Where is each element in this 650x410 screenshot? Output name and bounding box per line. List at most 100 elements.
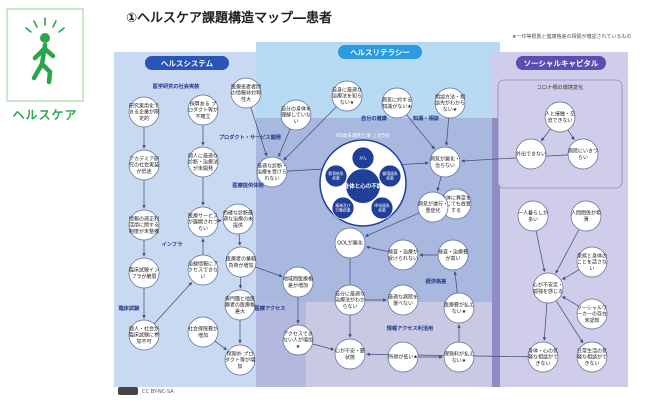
issue-node: 社会保障費が増加 <box>187 316 219 348</box>
center-core <box>346 169 380 203</box>
issue-node-line: 加 <box>237 363 242 370</box>
arrow-n12-n13 <box>541 128 552 142</box>
issue-node-line: 社会保障費が <box>188 326 218 333</box>
issue-node-line: が未開発 <box>193 165 213 172</box>
issue-node-circle <box>280 99 312 131</box>
issue-node: 病気が悪化・治らない <box>429 146 461 178</box>
issue-node-text: アカデミア研究の社会実装が低迷 <box>129 156 159 175</box>
disease-petal-line: 循環器系 <box>382 171 397 176</box>
header-label-literacy: ヘルスリテラシー <box>350 48 410 57</box>
issue-node-circle <box>434 87 466 119</box>
issue-node-text: QOLが悪化 <box>337 240 363 247</box>
disease-petal-line: 筋骨格系 <box>328 171 343 176</box>
issue-node-text: 研究実用化できる企業が限定的 <box>129 103 159 122</box>
logo-text: ヘルスケア <box>12 108 78 122</box>
issue-node-line: 家族と身体の <box>577 253 607 260</box>
issue-node-line: アカデミア研 <box>129 156 159 163</box>
issue-node-circle <box>128 96 160 128</box>
issue-node: 家族と身体のことを話さない <box>576 246 608 278</box>
arrow-n19-n26 <box>364 212 420 237</box>
issue-node-line: 薄 <box>583 216 588 223</box>
arrow-n27-n26 <box>365 245 389 253</box>
issue-node: 臨床試験インフラが脆弱 <box>128 257 160 289</box>
issue-node-text: 相談方法・相談先がわからない★ <box>435 94 465 113</box>
issue-node-text: 最適な診断・治療を受けられない <box>257 163 287 182</box>
issue-node-text: 日常生活の気軽な相談ができない <box>577 348 607 367</box>
center-title: 身体と心の不調 <box>344 182 383 190</box>
disease-petal <box>351 146 375 170</box>
issue-node: 病気に対する知識がない★ <box>381 87 413 119</box>
arrow-n17-n24 <box>237 233 242 246</box>
issue-node-line: が低迷 <box>136 168 151 175</box>
issue-node-line: 受けられない <box>388 255 418 262</box>
issue-node-line: 療者の医療格 <box>225 302 255 309</box>
disease-petal <box>378 164 402 188</box>
issue-node: 医療患者者間の情報非対称性大 <box>230 77 262 109</box>
issue-node-line: ★ <box>296 344 301 350</box>
issue-node: 保険料が払えない★ <box>443 341 475 373</box>
issue-node-line: 心が不安・鬱 <box>335 348 365 355</box>
issue-node-line: 心が不安定・ <box>533 282 563 289</box>
arrow-n35-n30 <box>562 296 580 307</box>
issue-node: 検査・治療が受けられない <box>387 239 419 271</box>
issue-node: 心が不安定・孤独を感じる <box>532 272 564 304</box>
issue-node: 身体に異変を感じても放置する <box>440 188 472 220</box>
issue-node-line: 孤独を感じる <box>533 288 563 295</box>
issue-node-line: 検査・治療費 <box>438 249 468 256</box>
issue-node-line: ない★ <box>452 357 467 364</box>
issue-node: 治験情報にアクセスできない <box>187 254 219 286</box>
header-pill-literacy <box>338 45 422 59</box>
arrow-n7-n11 <box>444 117 450 146</box>
issue-node-circle <box>532 272 564 304</box>
issue-node: 日常生活の気軽な相談ができない <box>576 341 608 373</box>
issue-node-text: 人間関係が希薄 <box>571 210 601 223</box>
causal-arrows <box>142 106 584 359</box>
issue-node-line: 性大 <box>241 96 251 103</box>
issue-node-text: 医療サービスが展開されづらい <box>188 213 218 232</box>
issue-node-line: 身体に異変を <box>441 195 471 202</box>
issue-node-text: 心が不安定・孤独を感じる <box>533 282 563 295</box>
issue-node: 個人に最適な診断・治療法が未開発 <box>187 146 219 178</box>
arrow-n14-n11 <box>461 154 569 163</box>
issue-node: 自身に最適な治療法を知らない★ <box>331 80 363 112</box>
issue-node-line: が高い <box>445 255 460 262</box>
issue-node-circle <box>570 200 602 232</box>
issue-node-text: 身体に異変を感じても放置する <box>441 195 471 214</box>
issue-node: 的確な診断最適な治療の未提供 <box>222 203 254 235</box>
issue-node-text: 個人・社会が臨床試験に参加不可 <box>129 326 159 345</box>
issue-node-circle <box>443 292 475 324</box>
issue-node-circle <box>187 206 219 238</box>
issue-node-line: 最適な診断・ <box>257 163 287 170</box>
issue-node-line: 適な治療の未 <box>223 216 253 223</box>
issue-node: 自分に最適な治療法がわからない <box>334 284 366 316</box>
category-label-knowledge: 知識・相談 <box>413 114 440 122</box>
issue-node-line: い <box>589 266 594 272</box>
issue-node-line: 医療患者者間 <box>231 84 261 91</box>
issue-node-text: 自分に最適な治療法がわからない <box>335 291 365 310</box>
issue-node-line: 一人暮らしが <box>518 210 548 217</box>
issue-node-text: 病気に対する知識がない★ <box>382 97 412 110</box>
issue-node-text: 個人に最適な診断・治療法が未開発 <box>188 153 218 172</box>
issue-node-circle <box>567 138 599 170</box>
issue-node-line: きない <box>535 360 550 367</box>
issue-node-line: ダクト等が増 <box>225 357 255 364</box>
issue-node-line: 軽な相談がで <box>528 354 558 361</box>
issue-node-circle <box>417 191 449 223</box>
arrow-n21-n30 <box>555 229 580 274</box>
issue-node-text: 病院にいきづらい <box>568 148 598 161</box>
issue-node: 一人暮らしが多い <box>517 200 549 232</box>
issue-node-line: 地域間医療格 <box>283 276 313 283</box>
issue-node-circle <box>187 316 219 348</box>
category-label-research: 医学研究の社会実装 <box>153 82 201 90</box>
issue-node-line: 個人・社会が <box>129 326 159 333</box>
issue-node-circle <box>429 146 461 178</box>
issue-node-line: 保険料が払え <box>444 351 474 358</box>
issue-node-circle <box>187 94 219 126</box>
issue-node-text: 身体・心の気軽な相談ができない <box>528 348 558 367</box>
issue-node-line: 治らない <box>435 162 455 169</box>
issue-node-circle <box>230 77 262 109</box>
arrow-n38-n39 <box>312 343 335 351</box>
category-label-provider: 医療提供体制 <box>232 181 263 189</box>
issue-node-text: 外出できない <box>516 151 546 158</box>
